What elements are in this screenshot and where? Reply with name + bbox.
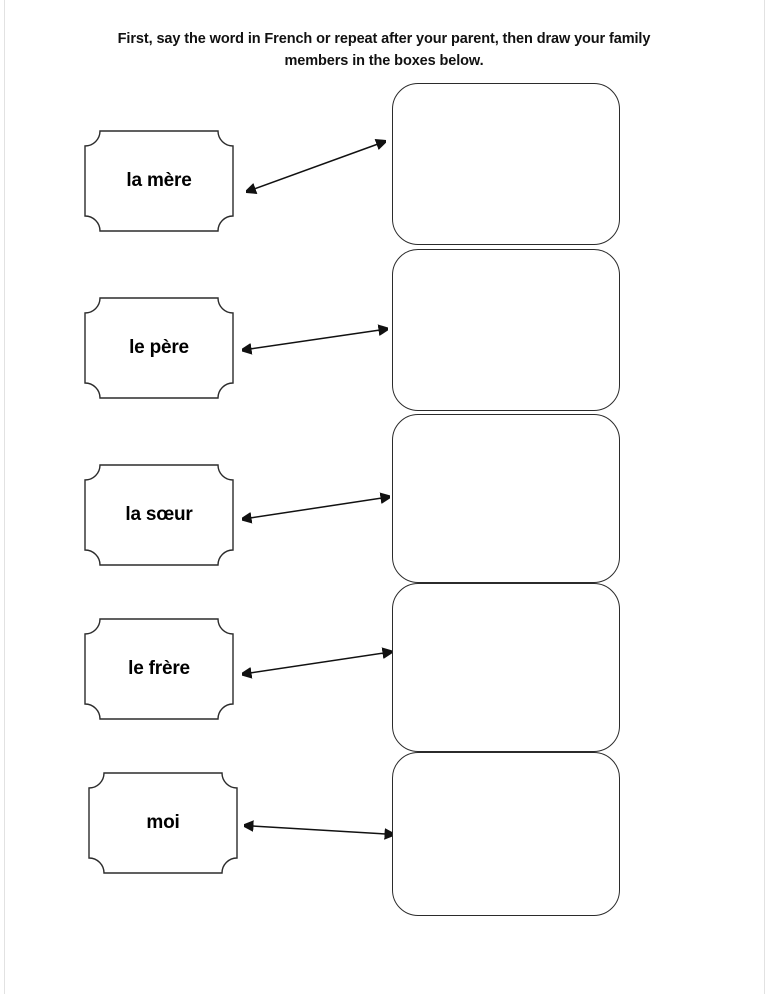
drawing-box-3[interactable] — [392, 414, 620, 583]
double-headed-arrow-icon — [242, 492, 390, 524]
word-plaque-3: la sœur — [84, 464, 234, 566]
plaque-outline-icon — [84, 618, 234, 720]
connector-arrow-4 — [242, 640, 392, 682]
instructions-text: First, say the word in French or repeat … — [117, 31, 651, 70]
word-plaque-5: moi — [88, 772, 238, 874]
connector-arrow-3 — [242, 488, 390, 530]
word-label-1: la mère — [126, 170, 192, 191]
plaque-outline-icon — [84, 297, 234, 399]
word-label-5: moi — [146, 812, 180, 833]
connector-arrow-1 — [246, 136, 386, 198]
double-headed-arrow-icon — [242, 324, 388, 355]
word-plaque-4: le frère — [84, 618, 234, 720]
page-edge-right — [764, 0, 765, 994]
connector-arrow-5 — [244, 812, 394, 848]
word-label-4: le frère — [128, 658, 190, 679]
drawing-box-1[interactable] — [392, 83, 620, 245]
double-headed-arrow-icon — [244, 820, 394, 840]
plaque-outline-icon — [84, 130, 234, 232]
word-plaque-2: le père — [84, 297, 234, 399]
drawing-box-4[interactable] — [392, 583, 620, 752]
plaque-outline-icon — [88, 772, 238, 874]
drawing-box-2[interactable] — [392, 249, 620, 411]
double-headed-arrow-icon — [242, 647, 392, 679]
drawing-box-5[interactable] — [392, 752, 620, 916]
word-plaque-1: la mère — [84, 130, 234, 232]
word-label-2: le père — [129, 337, 189, 358]
page-edge-left — [4, 0, 5, 994]
plaque-outline-icon — [84, 464, 234, 566]
double-headed-arrow-icon — [246, 139, 386, 194]
connector-arrow-2 — [242, 318, 388, 362]
word-label-3: la sœur — [125, 504, 193, 525]
